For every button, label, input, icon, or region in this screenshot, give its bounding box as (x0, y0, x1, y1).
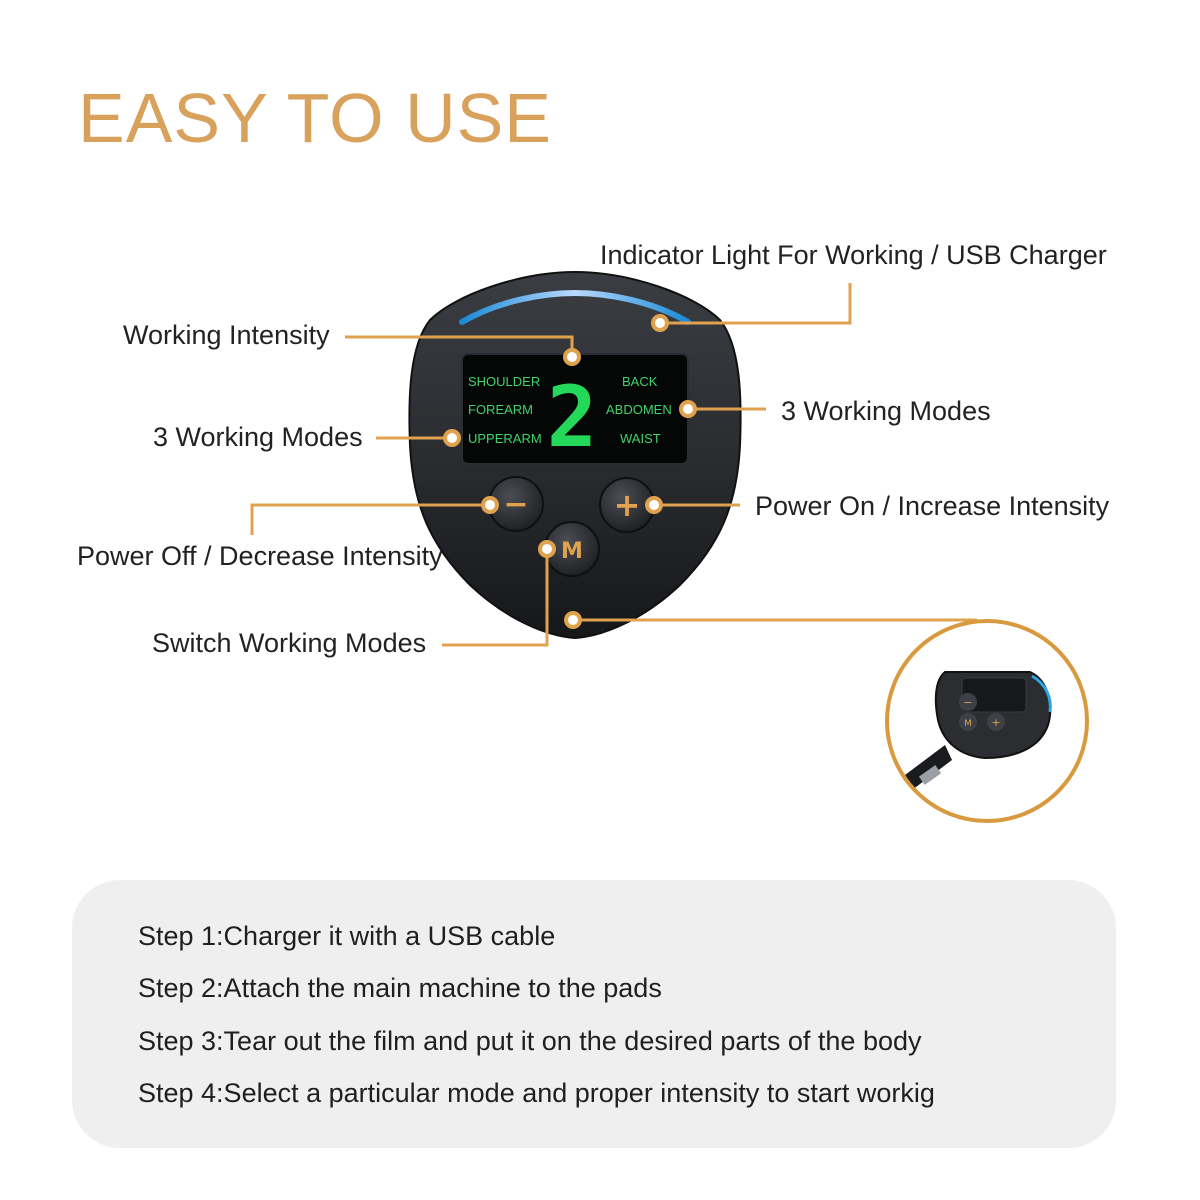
label-power-on: Power On / Increase Intensity (755, 491, 1110, 521)
label-power-off: Power Off / Decrease Intensity (77, 541, 443, 571)
plus-icon: + (614, 486, 641, 524)
page-title: EASY TO USE (78, 79, 552, 157)
label-modes-right: 3 Working Modes (781, 396, 991, 426)
label-working-intensity: Working Intensity (123, 320, 330, 350)
step-1: Step 1:Charger it with a USB cable (138, 921, 556, 951)
screen-mode-abdomen: ABDOMEN (606, 402, 672, 417)
minus-icon: − (503, 487, 528, 522)
label-modes-left: 3 Working Modes (153, 422, 363, 452)
steps-panel: Step 1:Charger it with a USB cable Step … (72, 880, 1116, 1148)
step-2: Step 2:Attach the main machine to the pa… (138, 973, 662, 1003)
svg-text:−: − (963, 696, 972, 709)
svg-text:+: + (991, 716, 1000, 729)
usb-plug-icon (905, 745, 952, 790)
screen-mode-back: BACK (622, 374, 658, 389)
screen-mode-upperarm: UPPERARM (468, 431, 542, 446)
label-switch-modes: Switch Working Modes (152, 628, 427, 658)
label-indicator-light: Indicator Light For Working / USB Charge… (600, 240, 1107, 270)
lcd-screen: SHOULDER FOREARM UPPERARM BACK ABDOMEN W… (461, 353, 689, 466)
indicator-light-strip (459, 289, 691, 325)
intensity-digit: 2 (547, 368, 598, 466)
step-3: Step 3:Tear out the film and put it on t… (138, 1026, 922, 1056)
screen-mode-forearm: FOREARM (468, 402, 533, 417)
mode-icon: M (561, 539, 583, 564)
callout-markers (443, 314, 697, 629)
screen-mode-shoulder: SHOULDER (468, 374, 540, 389)
step-4: Step 4:Select a particular mode and prop… (138, 1078, 935, 1108)
screen-mode-waist: WAIST (620, 431, 661, 446)
inset-mode-icon: M (964, 719, 972, 729)
usb-charging-inset: − M + (885, 619, 1089, 823)
plus-button[interactable]: + (599, 477, 655, 533)
